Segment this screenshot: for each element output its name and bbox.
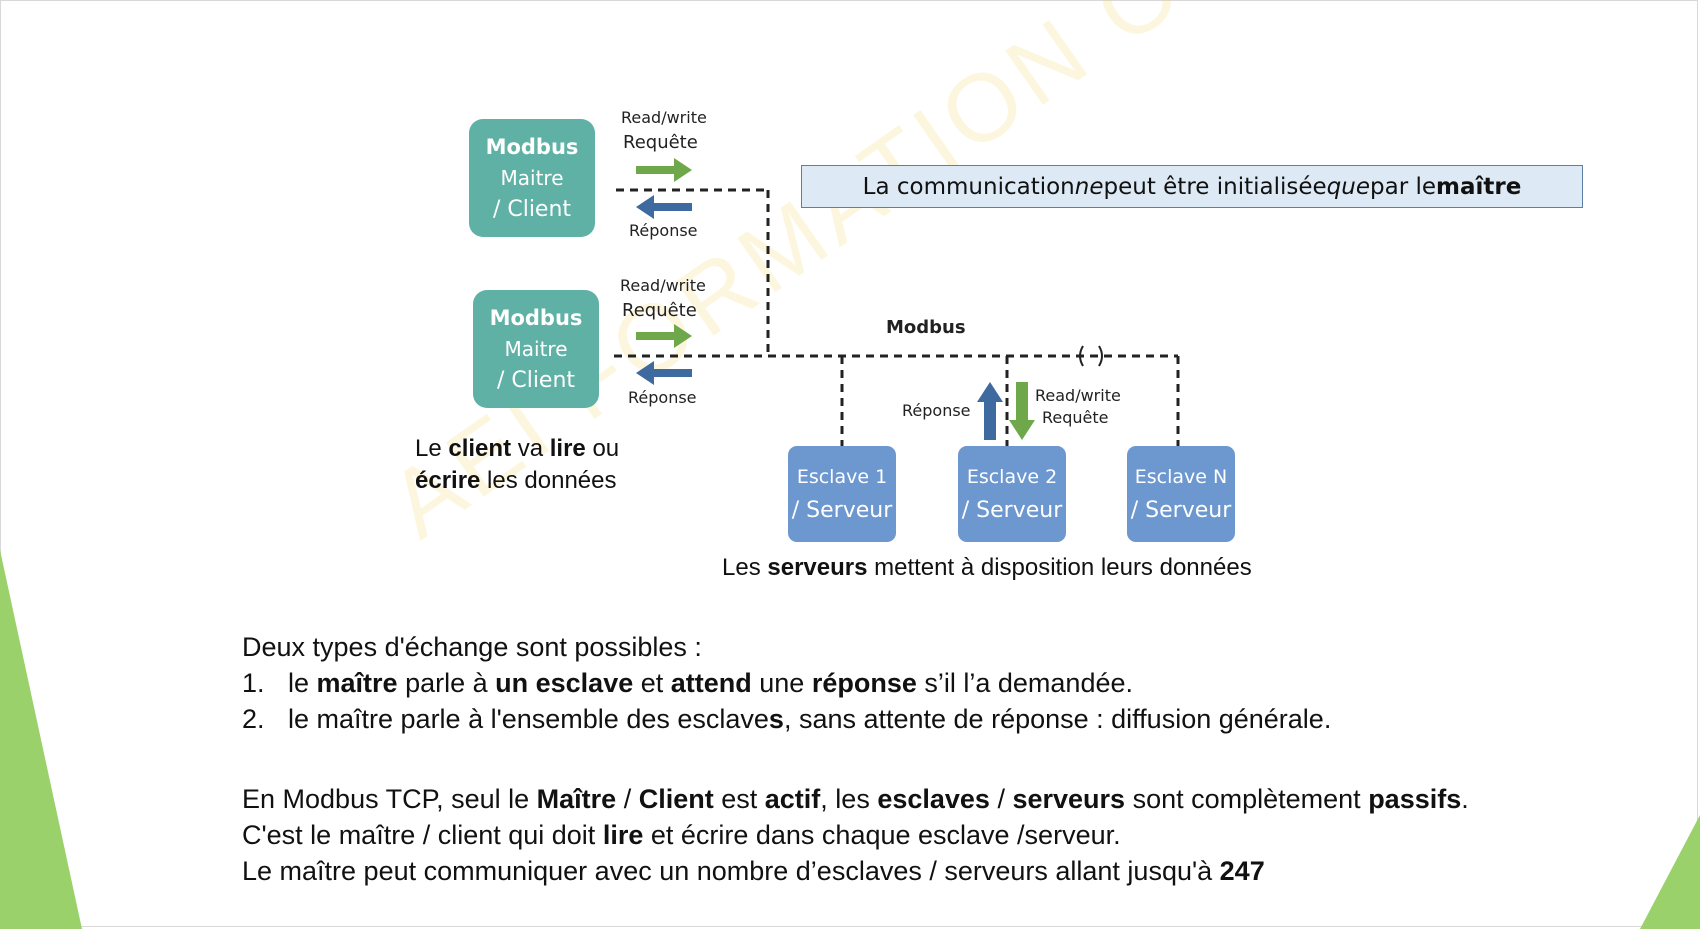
slave-response-label: Réponse xyxy=(902,401,971,420)
left-accent-wedge xyxy=(0,550,82,929)
client-caption-line1: Le client va lire ou xyxy=(415,433,619,465)
note-text: La communication xyxy=(862,173,1075,200)
caption-bold: serveurs xyxy=(767,554,868,581)
caption-text: mettent à disposition leurs données xyxy=(867,554,1252,581)
master-client-node-2: Modbus Maitre / Client xyxy=(473,290,599,408)
master-2-line2: Maitre xyxy=(504,336,568,361)
right-accent-wedge xyxy=(1640,815,1700,929)
exchange-item-1: 1. le maître parle à un esclave et attend… xyxy=(242,665,1331,701)
initiation-note: La communication ne peut être initialisé… xyxy=(801,165,1583,208)
caption-bold: écrire xyxy=(415,467,481,494)
caption-text: Le xyxy=(415,435,449,462)
tcp-text: , les xyxy=(820,784,878,814)
slave-server-node-1: Esclave 1 / Serveur xyxy=(788,446,896,542)
item-text: le maître parle à l'ensemble des esclave xyxy=(288,704,769,734)
master-2-line1: Modbus xyxy=(489,305,583,330)
tcp-bold: actif xyxy=(764,784,821,814)
tcp-text: sont complètement xyxy=(1125,784,1369,814)
master-1-request-label: Requête xyxy=(623,132,698,153)
item-bold: un esclave xyxy=(495,668,634,698)
tcp-text: . xyxy=(1461,784,1469,814)
note-emphasis-que: que xyxy=(1326,173,1370,200)
bus-label: Modbus xyxy=(886,317,966,338)
caption-text: va xyxy=(511,435,550,462)
note-emphasis-maitre: maître xyxy=(1436,173,1522,200)
item-bold: maître xyxy=(316,668,398,698)
tcp-line-2: C'est le maître / client qui doit lire e… xyxy=(242,817,1469,853)
slave-1-line1: Esclave 1 xyxy=(796,466,888,488)
item-text: s’il l’a demandée. xyxy=(916,668,1133,698)
tcp-text: C'est le maître / client qui doit xyxy=(242,820,603,850)
request-arrow-1 xyxy=(636,158,692,182)
master-2-request-label: Requête xyxy=(622,300,697,321)
caption-text: Les xyxy=(722,554,768,581)
slave-2-line1: Esclave 2 xyxy=(966,466,1058,488)
item-bold: attend xyxy=(670,668,752,698)
response-arrow-2 xyxy=(636,361,692,385)
note-emphasis-ne: ne xyxy=(1074,173,1104,200)
tcp-bold: passifs xyxy=(1368,784,1462,814)
master-2-line3: / Client xyxy=(496,367,576,393)
tcp-line-3: Le maître peut communiquer avec un nombr… xyxy=(242,853,1469,889)
tcp-bold: Maître xyxy=(536,784,617,814)
tcp-bold: serveurs xyxy=(1012,784,1126,814)
slave-server-node-2: Esclave 2 / Serveur xyxy=(958,446,1066,542)
master-2-read-write-label: Read/write xyxy=(620,276,706,295)
client-caption-line2: écrire les données xyxy=(415,465,619,497)
item-text: le xyxy=(288,668,317,698)
slave-read-write-label: Read/write xyxy=(1035,386,1121,405)
tcp-text: / xyxy=(616,784,639,814)
master-client-node-1: Modbus Maitre / Client xyxy=(469,119,595,237)
exchange-types: Deux types d'échange sont possibles : 1.… xyxy=(242,629,1331,737)
exchange-item-2: 2. le maître parle à l'ensemble des escla… xyxy=(242,701,1331,737)
master-1-line2: Maitre xyxy=(500,165,564,190)
tcp-text: En Modbus TCP, seul le xyxy=(242,784,537,814)
tcp-bold: esclaves xyxy=(877,784,990,814)
response-arrow-up xyxy=(977,382,1003,440)
item-text: une xyxy=(751,668,812,698)
caption-text: ou xyxy=(585,435,620,462)
note-text: par le xyxy=(1370,173,1437,200)
slave-1-line2: / Serveur xyxy=(791,498,893,523)
caption-bold: lire xyxy=(549,435,586,462)
slave-server-node-n: Esclave N / Serveur xyxy=(1127,446,1235,542)
tcp-text: et écrire dans chaque esclave /serveur. xyxy=(643,820,1121,850)
tcp-bold: 247 xyxy=(1219,856,1265,886)
item-bold: s xyxy=(768,704,784,734)
master-2-response-label: Réponse xyxy=(628,388,697,407)
exchange-intro: Deux types d'échange sont possibles : xyxy=(242,632,702,662)
note-text: peut être initialisée xyxy=(1103,173,1327,200)
caption-bold: client xyxy=(448,435,512,462)
tcp-text: Le maître peut communiquer avec un nombr… xyxy=(242,856,1220,886)
modbus-tcp-paragraph: En Modbus TCP, seul le Maître / Client e… xyxy=(242,781,1469,889)
tcp-text: est xyxy=(713,784,765,814)
master-1-line3: / Client xyxy=(492,196,572,222)
master-1-response-label: Réponse xyxy=(629,221,698,240)
client-caption: Le client va lire ou écrire les données xyxy=(415,433,619,497)
tcp-line-1: En Modbus TCP, seul le Maître / Client e… xyxy=(242,781,1469,817)
list-number: 2. xyxy=(242,704,265,734)
tcp-bold: lire xyxy=(602,820,644,850)
response-arrow-1 xyxy=(636,195,692,219)
slave-n-line1: Esclave N xyxy=(1134,466,1228,488)
item-text: parle à xyxy=(397,668,496,698)
item-bold: réponse xyxy=(811,668,917,698)
caption-text: les données xyxy=(480,467,617,494)
tcp-text: / xyxy=(989,784,1013,814)
request-arrow-2 xyxy=(636,324,692,348)
master-1-line1: Modbus xyxy=(485,134,579,159)
master-1-read-write-label: Read/write xyxy=(621,108,707,127)
item-text: , sans attente de réponse : diffusion gé… xyxy=(783,704,1332,734)
tcp-bold: Client xyxy=(638,784,714,814)
slave-n-line2: / Serveur xyxy=(1130,498,1232,523)
slave-request-label: Requête xyxy=(1042,408,1109,427)
slave-2-line2: / Serveur xyxy=(961,498,1063,523)
request-arrow-down xyxy=(1009,382,1035,440)
list-number: 1. xyxy=(242,668,265,698)
server-caption: Les serveurs mettent à disposition leurs… xyxy=(722,552,1252,584)
item-text: et xyxy=(633,668,671,698)
bus-break-symbol xyxy=(1079,345,1103,367)
